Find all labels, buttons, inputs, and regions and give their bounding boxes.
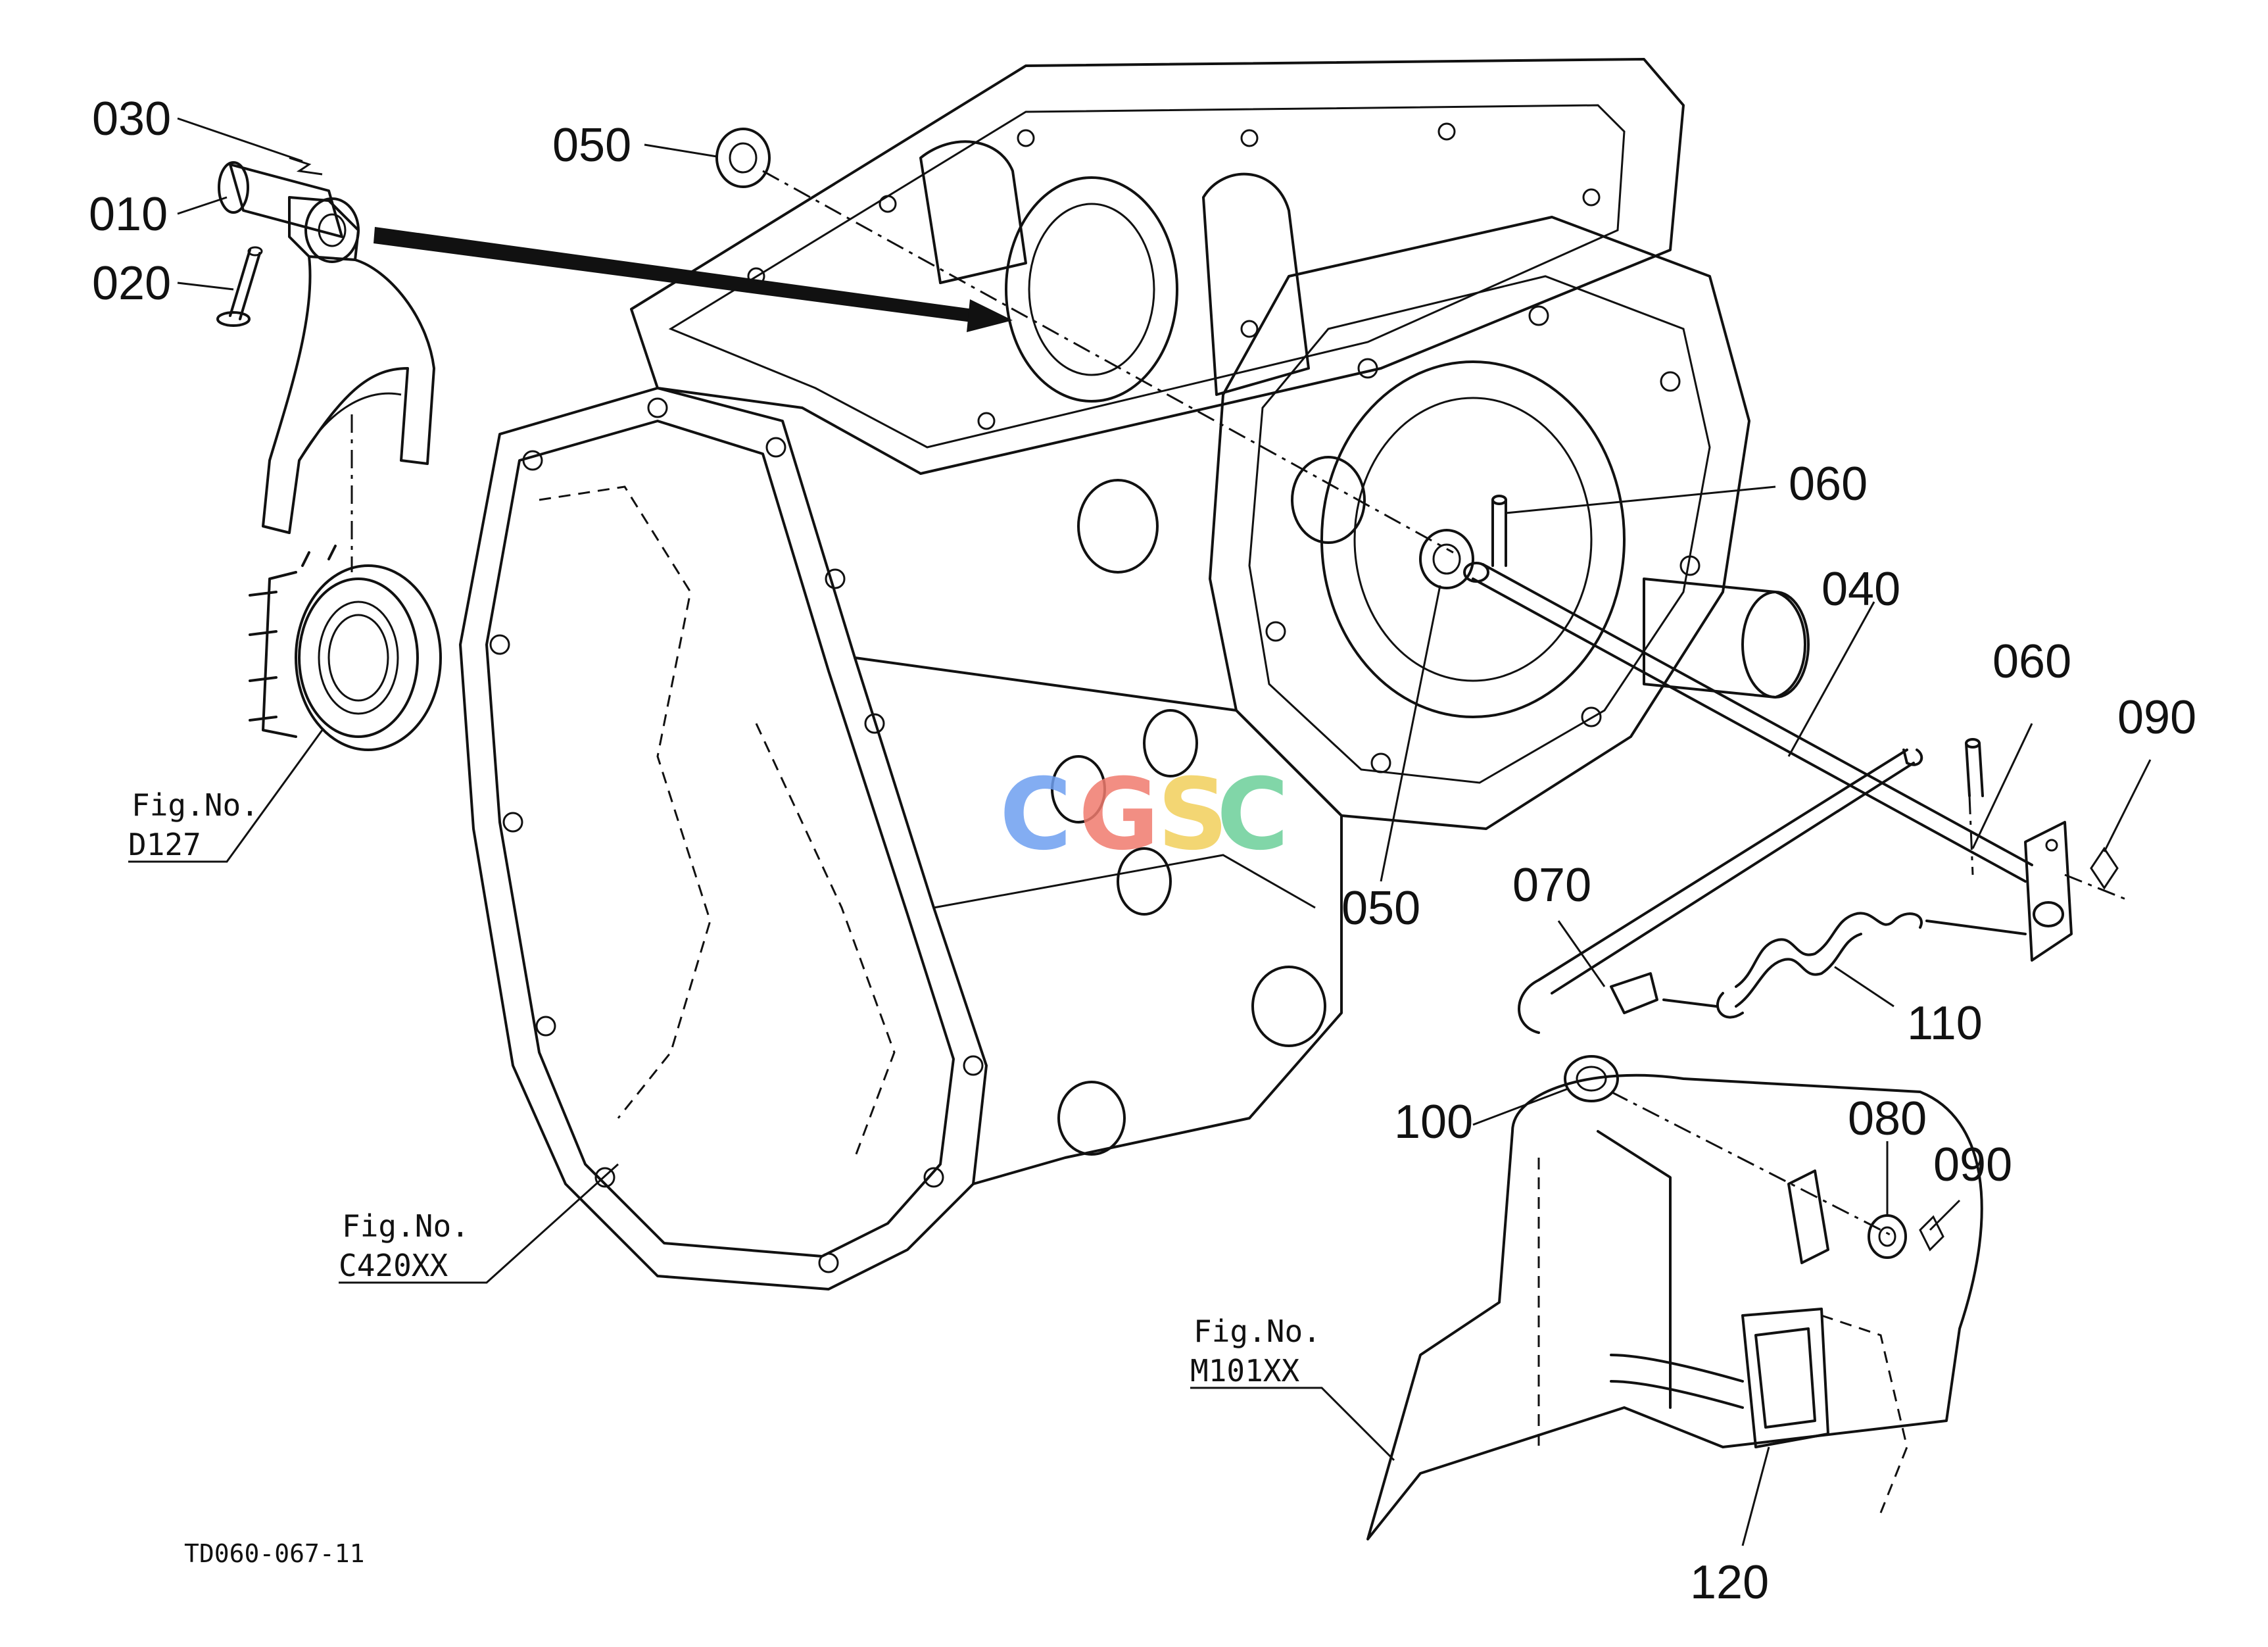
figref-c420-label: Fig.No.	[342, 1208, 470, 1244]
figref-d127-label: Fig.No.	[132, 787, 259, 823]
callout-090-lower: 090	[1933, 1139, 2012, 1191]
callout-050-top: 050	[552, 119, 631, 172]
callout-060-lower: 060	[1992, 635, 2071, 688]
callout-110: 110	[1907, 997, 1983, 1050]
release-shaft-assembly	[715, 128, 2119, 1259]
callout-090-right: 090	[2117, 691, 2196, 744]
watermark-letter-2: G	[1078, 758, 1159, 872]
figref-d127-code: D127	[128, 827, 201, 862]
callout-080: 080	[1848, 1093, 1927, 1145]
figref-m101-code: M101XX	[1190, 1353, 1299, 1389]
callout-100: 100	[1394, 1096, 1473, 1148]
cgsc-watermark: C G S C	[1000, 758, 1289, 872]
callout-050-mid: 050	[1341, 882, 1420, 935]
callout-070: 070	[1512, 859, 1591, 912]
callout-020: 020	[92, 257, 171, 310]
watermark-letter-1: C	[1000, 758, 1072, 872]
transmission-housing	[459, 58, 1810, 1291]
figure-references: Fig.No. D127 Fig.No. C420XX Fig.No. M101…	[128, 787, 1321, 1389]
figref-m101-label: Fig.No.	[1194, 1314, 1321, 1349]
drawing-number: TD060-067-11	[184, 1539, 365, 1568]
callout-030: 030	[92, 93, 171, 145]
callout-120: 120	[1690, 1556, 1769, 1609]
callout-060-upper: 060	[1789, 458, 1868, 510]
assembly-centerlines	[350, 170, 2131, 1238]
callout-010: 010	[89, 188, 168, 241]
pedal-bracket	[1366, 1073, 1983, 1540]
watermark-letter-3: S	[1157, 758, 1228, 872]
assembly-arrow	[374, 227, 1013, 332]
watermark-letter-4: C	[1217, 758, 1289, 872]
callout-040: 040	[1822, 563, 1900, 616]
release-bearing	[249, 545, 442, 751]
shift-fork-assembly	[216, 157, 435, 534]
callout-labels: 030 010 020 050 060 040 060 090 050 070 …	[89, 93, 2196, 1609]
figref-c420-code: C420XX	[339, 1248, 448, 1283]
leader-lines	[128, 117, 2152, 1546]
